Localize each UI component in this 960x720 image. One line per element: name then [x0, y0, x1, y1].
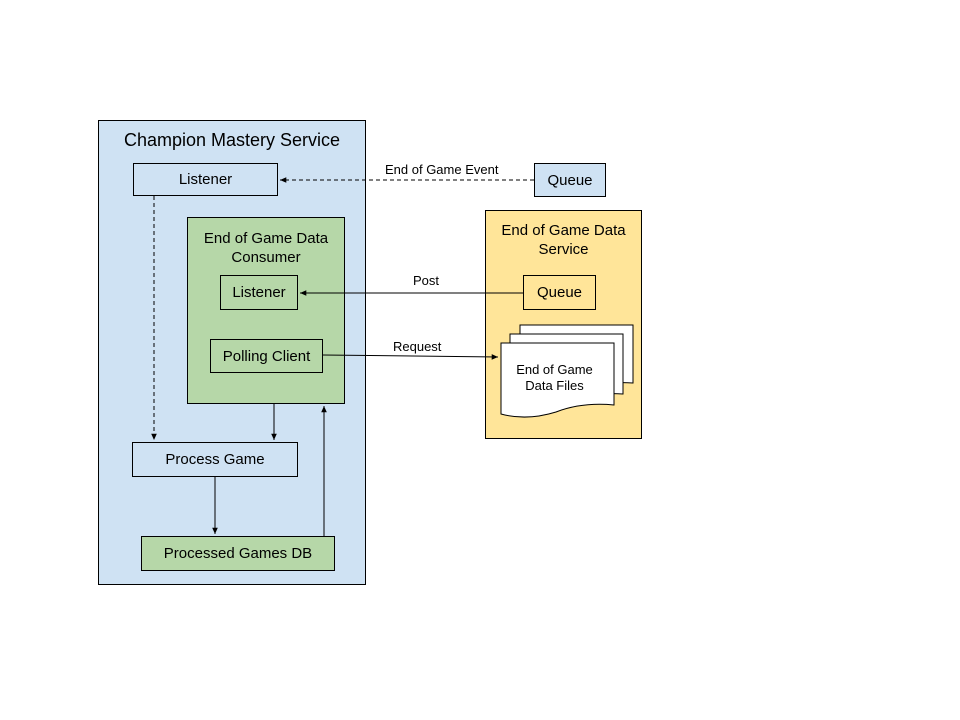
consumer-listener-node: Listener: [220, 275, 298, 310]
eogds-queue-node: Queue: [523, 275, 596, 310]
eogds-title-line2: Service: [538, 241, 589, 258]
request-label: Request: [393, 339, 442, 354]
consumer-listener-label: Listener: [232, 284, 286, 301]
cms-listener-node: Listener: [133, 163, 278, 196]
external-queue-label: Queue: [547, 171, 593, 189]
champion-mastery-service-title: Champion Mastery Service: [123, 130, 341, 150]
eogds-title-line1: End of Game Data: [501, 222, 626, 239]
polling-client-node: Polling Client: [210, 339, 323, 373]
data-files-label-line1: End of Game: [516, 362, 593, 377]
end-of-game-event-label: End of Game Event: [385, 162, 499, 177]
consumer-title: End of Game Data Consumer: [187, 229, 345, 267]
data-files-label-line2: Data Files: [525, 378, 584, 393]
data-files-label: End of Game Data Files: [501, 362, 608, 394]
cms-listener-label: Listener: [178, 171, 233, 188]
processed-games-db-label: Processed Games DB: [163, 545, 313, 562]
process-game-node: Process Game: [132, 442, 298, 477]
polling-client-label: Polling Client: [222, 347, 311, 365]
consumer-title-line1: End of Game Data: [203, 230, 329, 247]
eogds-title: End of Game Data Service: [485, 221, 642, 259]
data-files-icon: [500, 324, 634, 418]
consumer-title-line2: Consumer: [231, 249, 301, 266]
request-arrow: [322, 354, 499, 360]
process-game-label: Process Game: [165, 451, 265, 468]
external-queue-node: Queue: [534, 163, 606, 197]
processed-games-db-node: Processed Games DB: [141, 536, 335, 571]
post-label: Post: [413, 273, 440, 288]
eogds-queue-label: Queue: [536, 284, 583, 301]
